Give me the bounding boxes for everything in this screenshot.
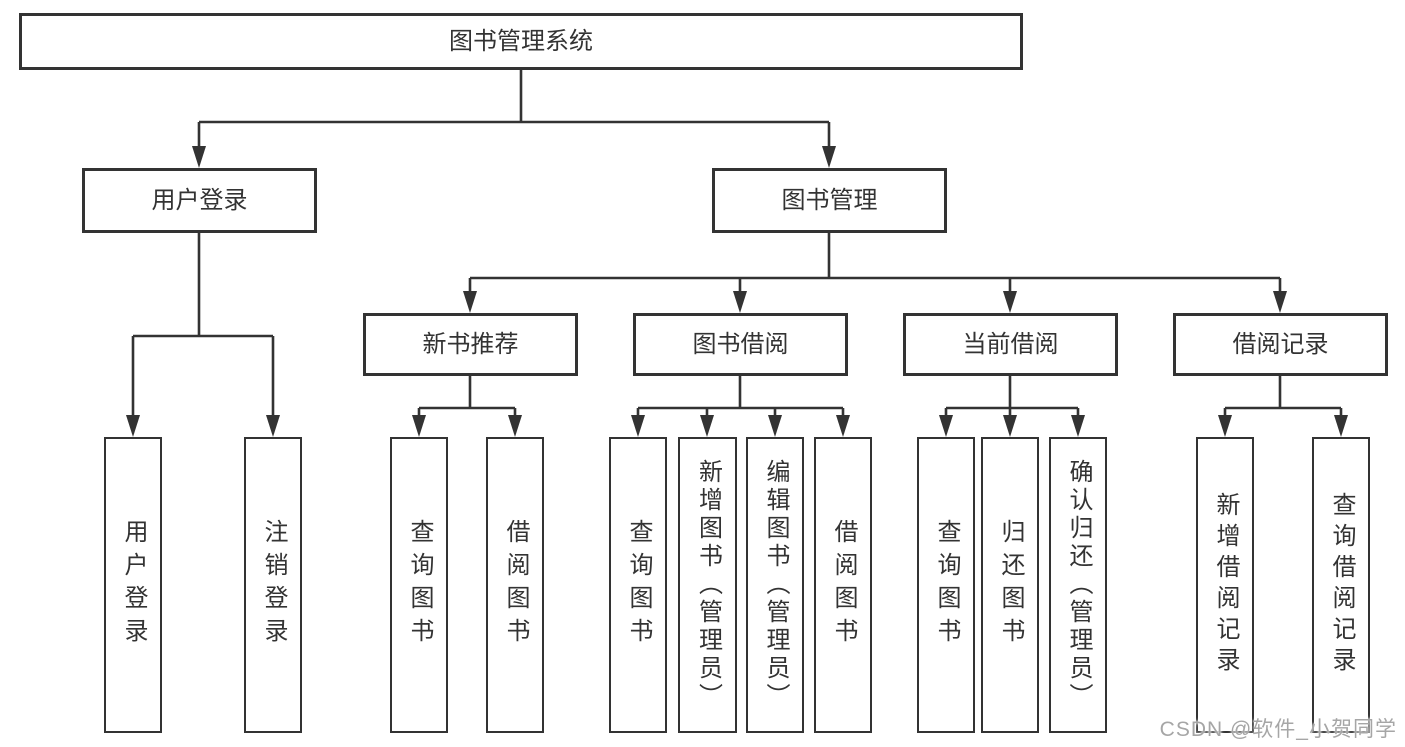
node-borrowing-records-label: 借阅记录 (1232, 330, 1329, 358)
leaf-query-book-current: 查询图书 (917, 437, 975, 733)
leaf-return-book-label: 归还图书 (997, 519, 1024, 651)
leaf-edit-book-admin: 编辑图书（管理员） (746, 437, 804, 733)
leaf-add-borrow-record-label: 新增借阅记录 (1212, 492, 1239, 678)
node-root-system: 图书管理系统 (19, 13, 1023, 70)
node-book-borrowing-label: 图书借阅 (692, 330, 789, 358)
leaf-user-login: 用户登录 (104, 437, 162, 733)
node-book-borrowing: 图书借阅 (633, 313, 848, 376)
leaf-add-book-admin: 新增图书（管理员） (678, 437, 737, 733)
leaf-confirm-return-admin: 确认归还（管理员） (1049, 437, 1107, 733)
leaf-borrow-book: 借阅图书 (814, 437, 872, 733)
node-current-borrowing-label: 当前借阅 (962, 330, 1059, 358)
leaf-edit-book-admin-label: 编辑图书（管理员） (762, 459, 789, 711)
leaf-user-login-label: 用户登录 (120, 519, 147, 651)
csdn-watermark: CSDN @软件_小贺同学 (1159, 718, 1397, 741)
leaf-add-book-admin-label: 新增图书（管理员） (694, 459, 722, 711)
leaf-confirm-return-admin-label: 确认归还（管理员） (1065, 459, 1092, 711)
node-new-book-recommend-label: 新书推荐 (422, 330, 519, 358)
node-book-management: 图书管理 (712, 168, 947, 233)
node-new-book-recommend: 新书推荐 (363, 313, 578, 376)
leaf-borrow-book-recommend-label: 借阅图书 (502, 519, 529, 651)
leaf-query-book-borrowing: 查询图书 (609, 437, 667, 733)
leaf-logout-label: 注销登录 (260, 519, 287, 651)
leaf-borrow-book-label: 借阅图书 (830, 519, 857, 651)
node-book-management-label: 图书管理 (781, 186, 878, 214)
leaf-query-book-borrowing-label: 查询图书 (625, 519, 652, 651)
node-current-borrowing: 当前借阅 (903, 313, 1118, 376)
node-user-login: 用户登录 (82, 168, 317, 233)
node-user-login-label: 用户登录 (151, 186, 248, 214)
leaf-logout: 注销登录 (244, 437, 302, 733)
leaf-add-borrow-record: 新增借阅记录 (1196, 437, 1254, 733)
leaf-borrow-book-recommend: 借阅图书 (486, 437, 544, 733)
node-borrowing-records: 借阅记录 (1173, 313, 1388, 376)
leaf-query-borrow-record-label: 查询借阅记录 (1328, 492, 1355, 678)
leaf-query-borrow-record: 查询借阅记录 (1312, 437, 1370, 733)
leaf-query-book-current-label: 查询图书 (933, 519, 960, 651)
leaf-query-book-recommend: 查询图书 (390, 437, 448, 733)
leaf-return-book: 归还图书 (981, 437, 1039, 733)
node-root-label: 图书管理系统 (449, 27, 593, 55)
leaf-query-book-recommend-label: 查询图书 (406, 519, 433, 651)
